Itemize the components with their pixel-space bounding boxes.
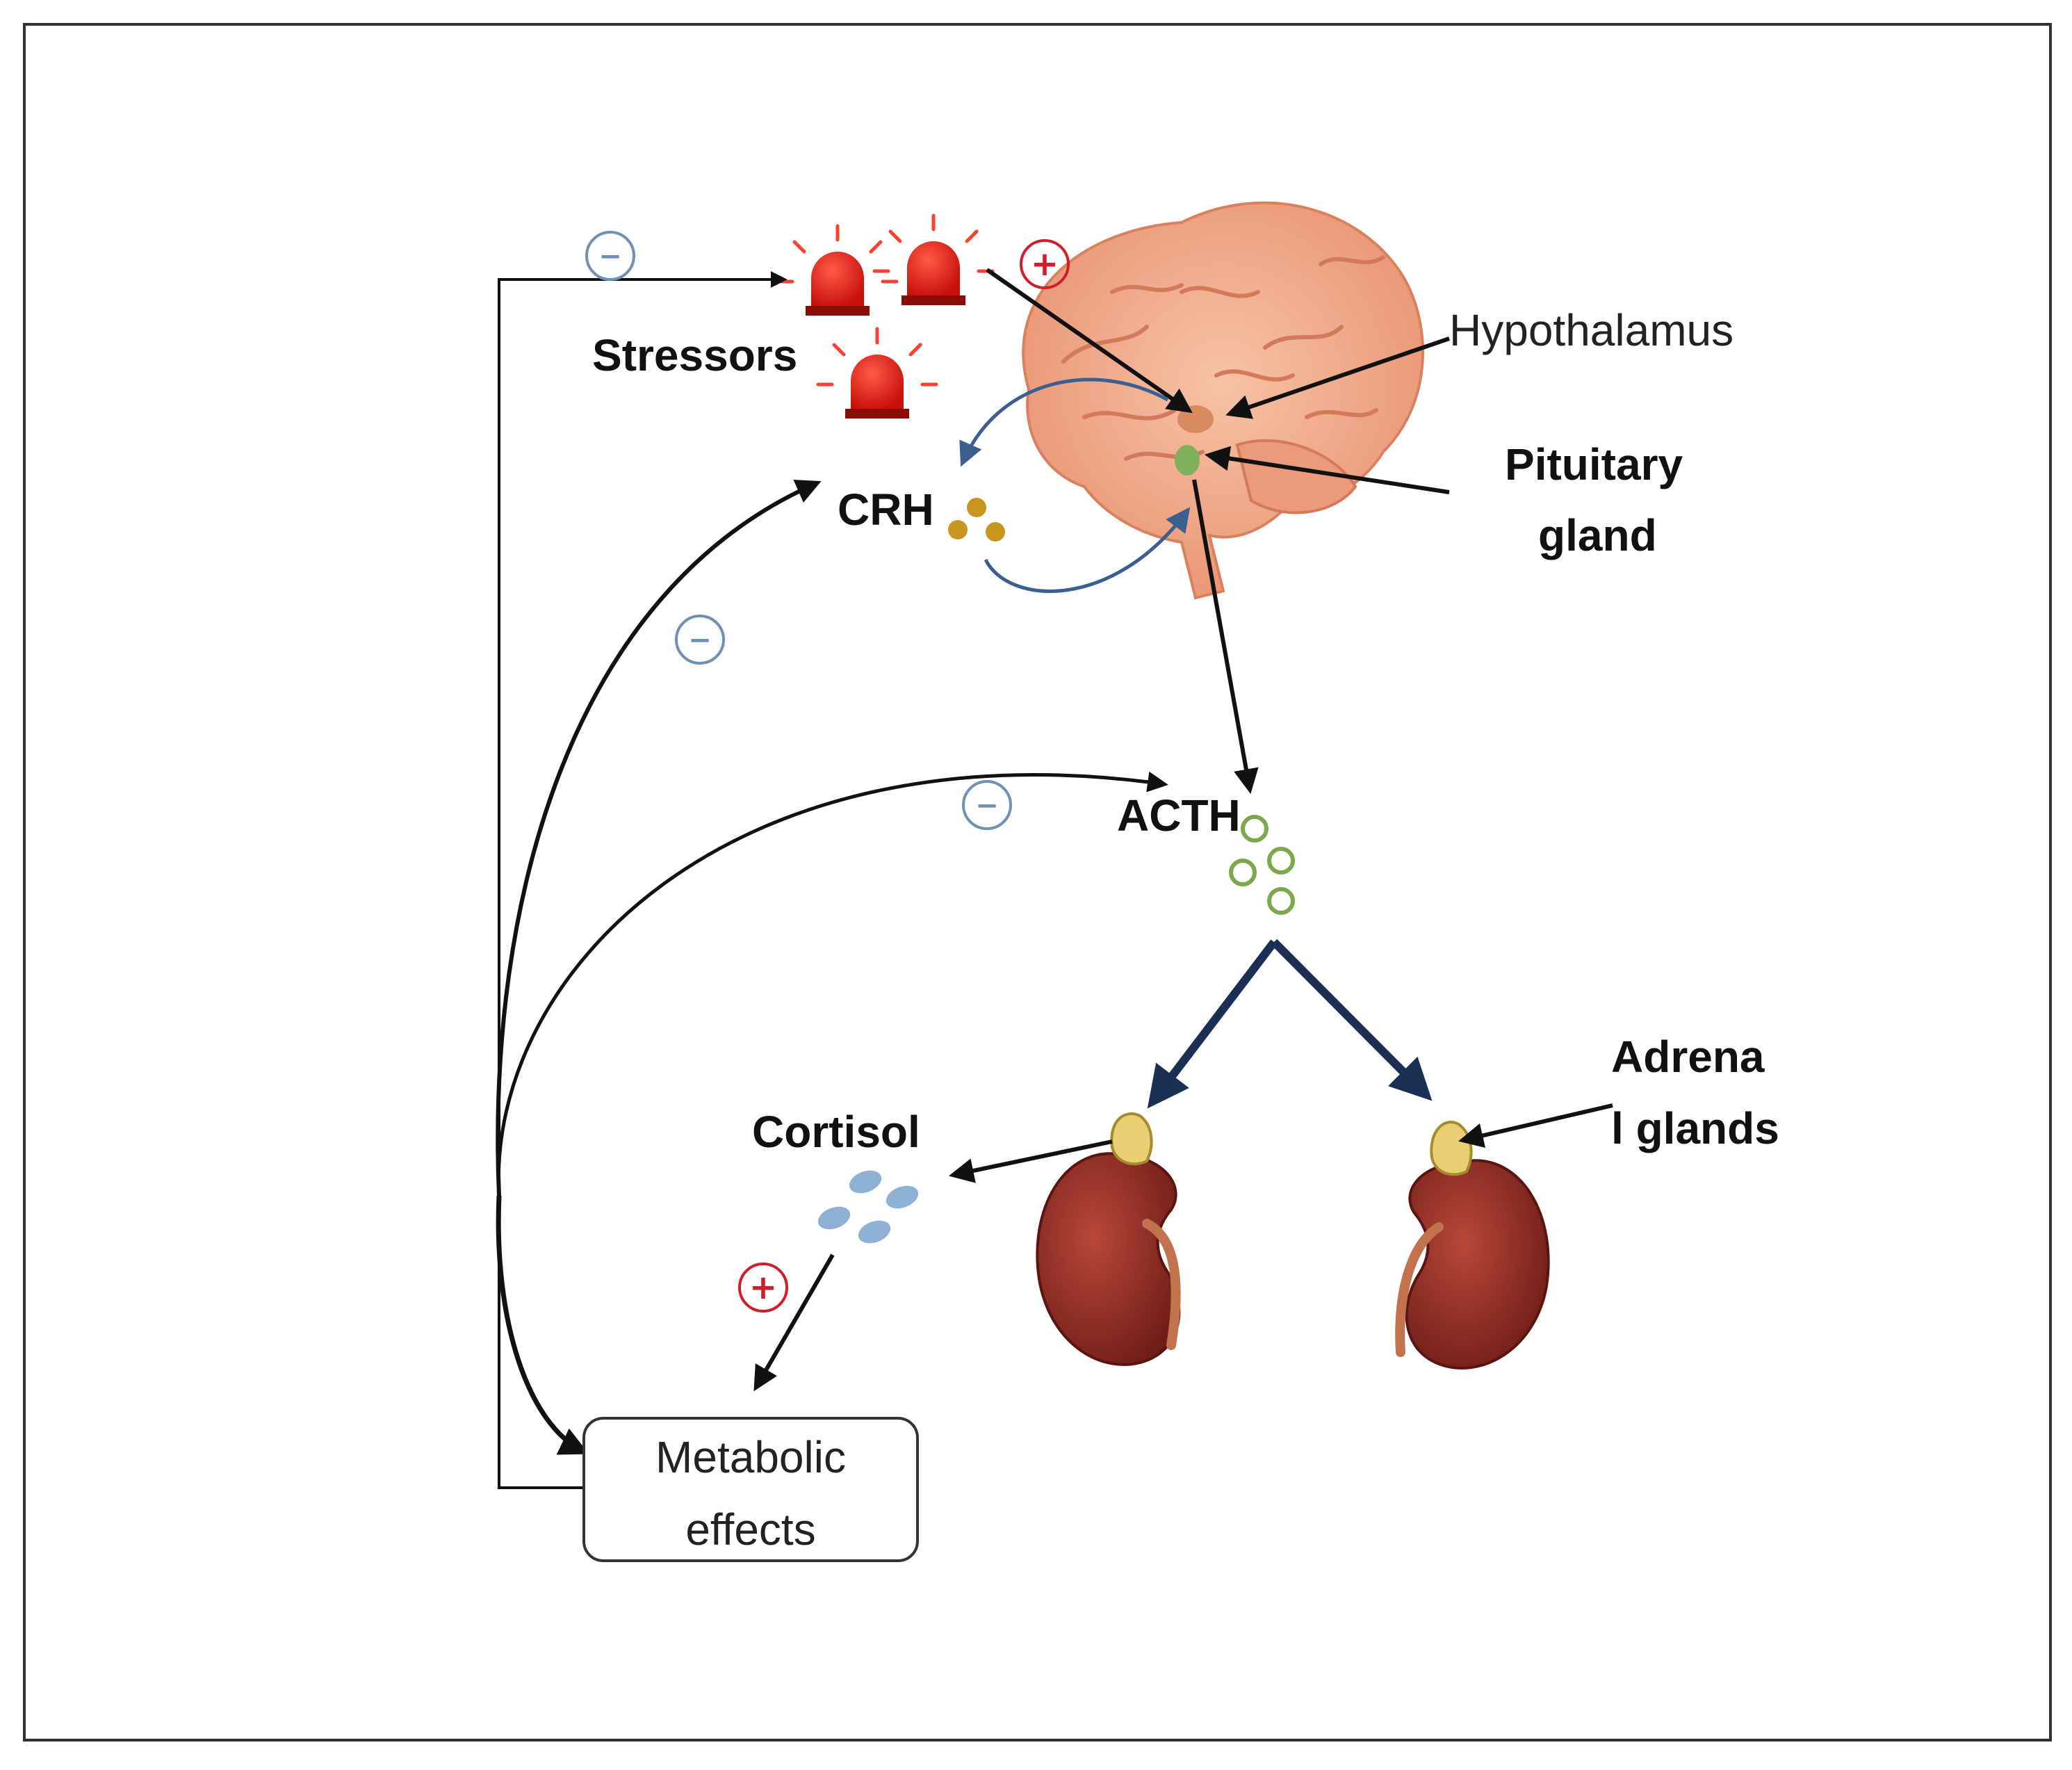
cortisol-molecules <box>817 1170 919 1244</box>
acth-label: ACTH <box>1117 790 1241 841</box>
svg-text:+: + <box>1031 245 1059 284</box>
adrenal-label-line1: Adrena <box>1611 1032 1765 1082</box>
minus-sign-acth: − <box>962 780 1012 830</box>
metabolic-effects-label-line2: effects <box>685 1504 815 1554</box>
right-kidney-icon <box>1395 1121 1550 1370</box>
pituitary-spot <box>1175 445 1200 476</box>
arrow-pituitary-label <box>1204 446 1450 494</box>
feedback-curve-to-acth <box>496 771 1168 1196</box>
svg-text:−: − <box>688 624 712 656</box>
arrow-pituitary-to-acth <box>1192 479 1259 795</box>
hypothalamus-label: Hypothalamus <box>1449 305 1734 355</box>
arrows <box>496 268 1613 1489</box>
feedback-curve-to-metabolic <box>496 1195 589 1455</box>
stressors-label: Stressors <box>592 330 797 380</box>
feedback-curve-to-crh <box>496 480 822 1196</box>
arrow-acth-to-left-adrenal <box>1147 939 1278 1109</box>
left-adrenal-gland-icon <box>1110 1112 1153 1166</box>
acth-molecules <box>1229 815 1295 915</box>
arrow-crh-to-pituitary <box>984 507 1191 593</box>
cortisol-label: Cortisol <box>752 1107 920 1157</box>
arrow-acth-to-right-adrenal <box>1271 939 1433 1101</box>
brain-illustration <box>1022 201 1424 600</box>
crh-molecules <box>948 498 1005 542</box>
svg-text:−: − <box>598 241 622 273</box>
arrow-hypothalamus-label <box>1225 336 1450 419</box>
adrenal-label-line2: l glands <box>1611 1103 1779 1153</box>
left-kidney-icon <box>1036 1112 1181 1366</box>
plus-sign-cortisol: + <box>738 1262 788 1313</box>
arrow-stressors-to-hypothalamus <box>986 268 1193 414</box>
svg-text:−: − <box>975 790 999 822</box>
right-adrenal-gland-icon <box>1430 1121 1473 1176</box>
hypothalamus-spot <box>1177 405 1214 433</box>
pituitary-label-line2: gland <box>1538 510 1657 560</box>
arrow-hypothalamus-to-crh <box>959 377 1169 467</box>
minus-sign-stressors: − <box>585 231 635 281</box>
pituitary-label-line1: Pituitary <box>1505 439 1683 489</box>
minus-sign-crh: − <box>675 615 725 665</box>
feedback-line-to-stressors <box>498 271 788 1489</box>
metabolic-effects-box <box>582 1417 919 1562</box>
figure-frame <box>23 23 2052 1741</box>
plus-sign-stressors: + <box>1020 239 1070 289</box>
arrow-adrenal-label <box>1458 1103 1613 1148</box>
crh-label: CRH <box>838 485 934 535</box>
svg-text:+: + <box>749 1268 777 1307</box>
siren-icon <box>816 327 938 419</box>
metabolic-effects-label-line1: Metabolic <box>655 1432 846 1482</box>
arrow-cortisol-to-metabolic <box>753 1253 835 1392</box>
arrow-adrenal-to-cortisol <box>948 1139 1113 1183</box>
siren-icon <box>872 213 995 305</box>
